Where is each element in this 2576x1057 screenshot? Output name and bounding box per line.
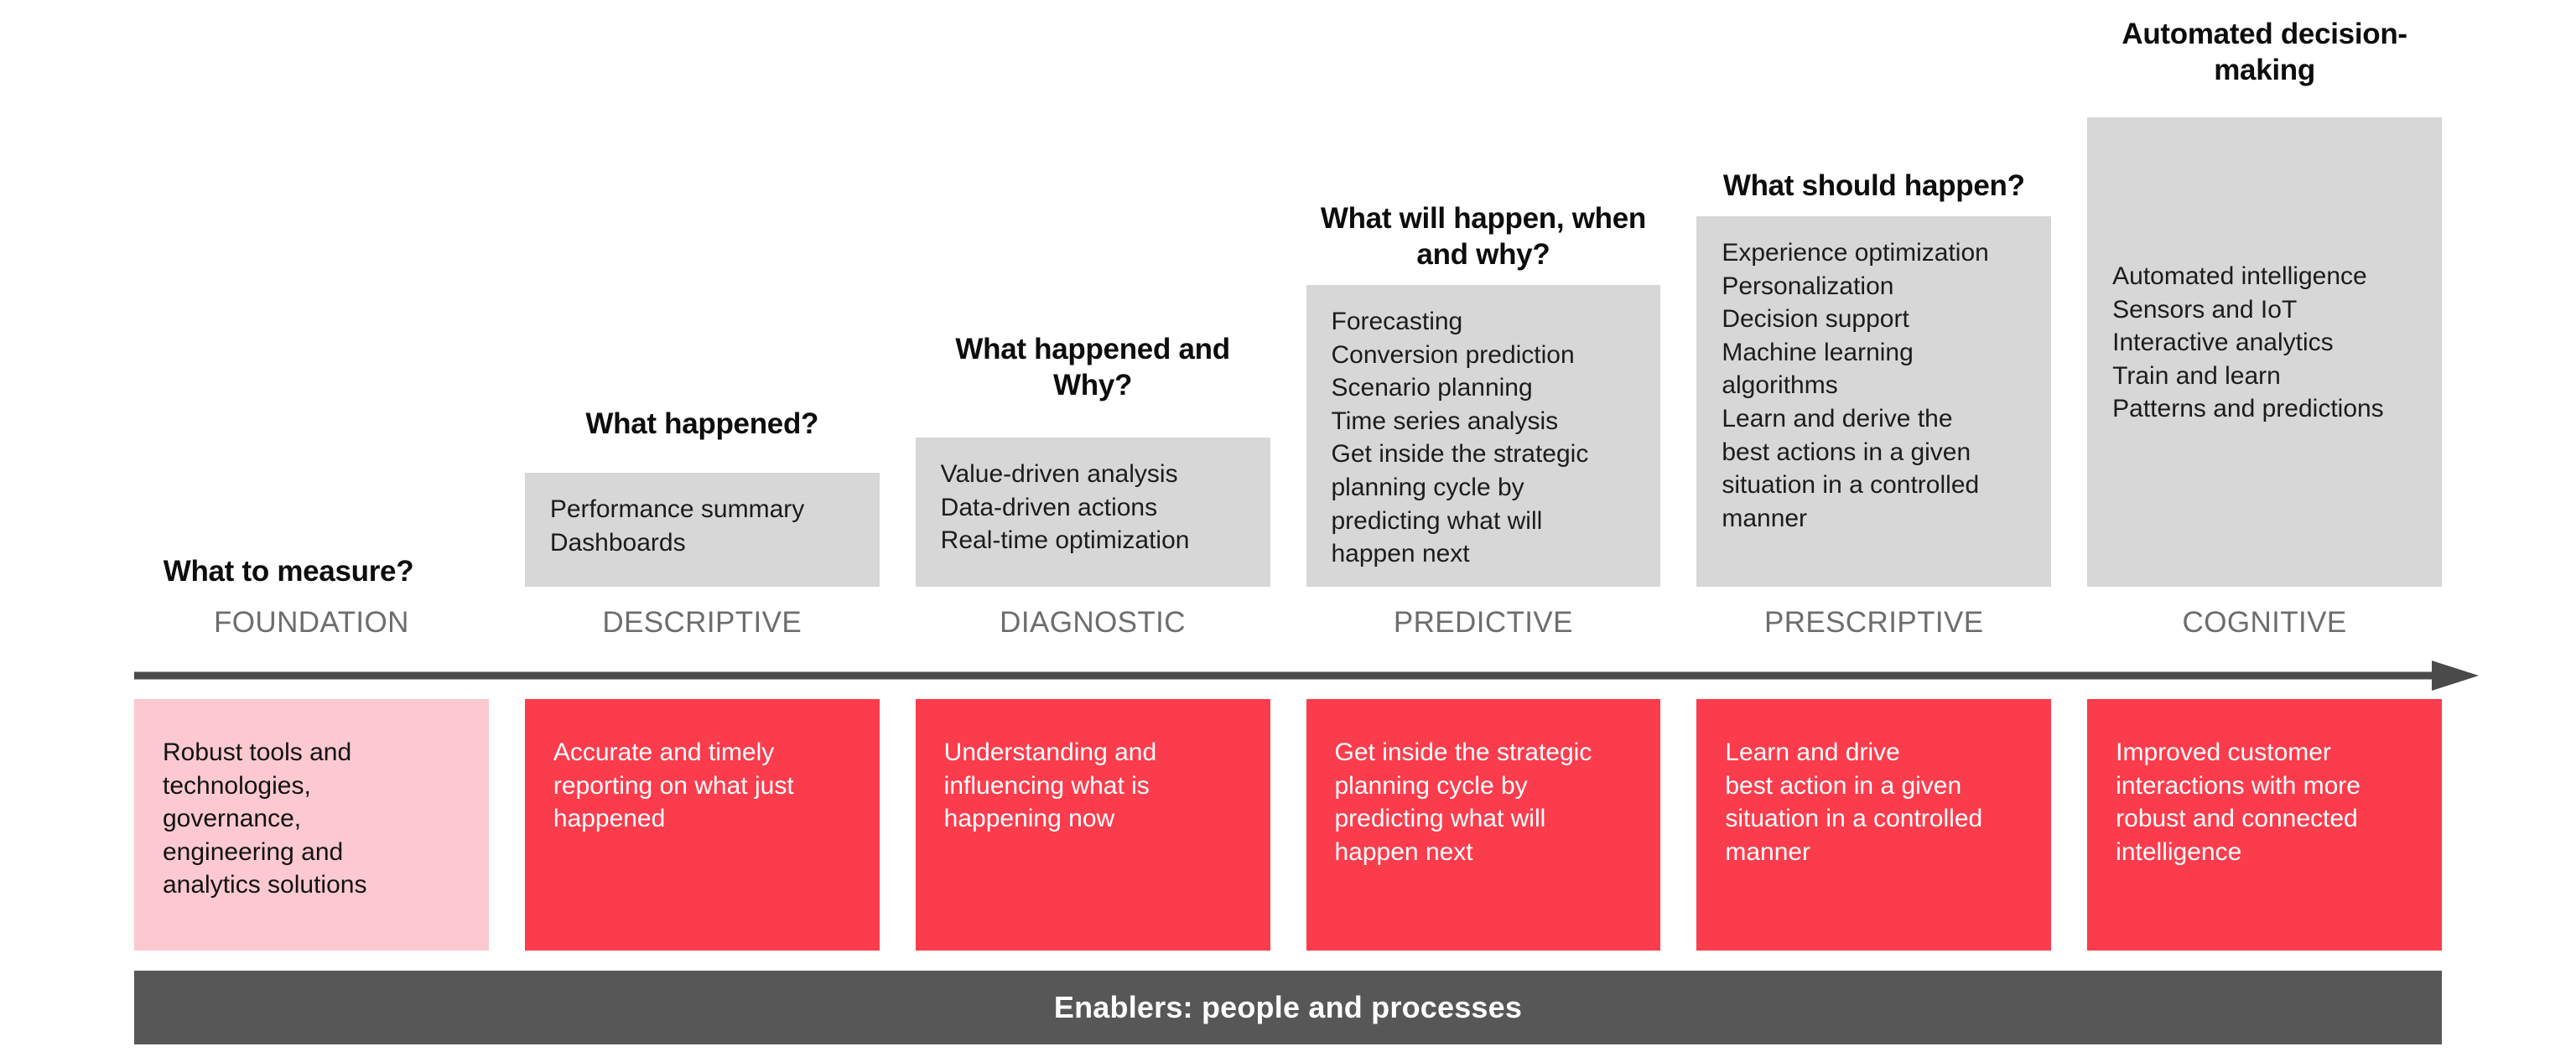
capability-item: Scenario planning [1331,374,1533,402]
outcome-card-descriptive: Accurate and timely reporting on what ju… [524,699,880,951]
capability-list-descriptive: Performance summary Dashboards [550,493,854,559]
stage-column-prescriptive: What should happen? Experience optimizat… [1696,0,2052,951]
stage-column-predictive: What will happen, when and why? Forecast… [1306,0,1661,951]
outcome-card-cognitive: Improved customer interactions with more… [2087,699,2442,951]
stage-question-descriptive: What happened? [585,407,819,441]
capability-item: Experience optimization [1722,239,1989,267]
stage-question-diagnostic: What happened and Why? [955,332,1230,402]
capability-item: Patterns and predictions [2112,395,2384,423]
enablers-banner: Enablers: people and processes [134,971,2442,1044]
stage-column-group: FOUNDATION Robust tools and technologies… [134,0,2442,951]
stage-question-prescriptive: What should happen? [1722,169,2025,203]
outcome-card-prescriptive: Learn and drive best action in a given s… [1696,699,2052,951]
capability-item: Get inside the strategic planning cycle … [1331,440,1589,568]
capability-list-prescriptive: Experience optimization Personalization … [1722,236,2026,535]
capability-item: Sensors and IoT [2112,295,2298,324]
stage-question-cognitive: Automated decision-making [2122,17,2407,87]
outcome-text-prescriptive: Learn and drive best action in a given s… [1725,738,1983,866]
capability-item: Automated intelligence [2112,262,2367,290]
enablers-label: Enablers: people and processes [1053,990,1523,1024]
stage-label-diagnostic: DIAGNOSTIC [1000,606,1186,639]
maturity-progression-arrow-icon [134,661,2479,691]
outcome-card-foundation: Robust tools and technologies, governanc… [134,699,489,951]
stage-column-cognitive: Automated decision-making Automated inte… [2087,0,2442,951]
stage-label-descriptive: DESCRIPTIVE [602,606,802,639]
outcome-text-descriptive: Accurate and timely reporting on what ju… [553,738,794,833]
capability-card-descriptive: Performance summary Dashboards [524,473,880,587]
outcome-text-predictive: Get inside the strategic planning cycle … [1334,738,1592,866]
stage-question-predictive: What will happen, when and why? [1320,201,1646,272]
capability-item: Learn and derive the best actions in a g… [1722,404,1980,532]
capability-item: Value-driven analysis [940,460,1178,488]
capability-item: Data-driven actions [940,493,1158,521]
capability-card-diagnostic: Value-driven analysis Data-driven action… [915,438,1270,587]
capability-item: Interactive analytics [2112,329,2334,357]
capability-list-cognitive: Automated intelligence Sensors and IoT I… [2112,260,2417,426]
stage-label-prescriptive: PRESCRIPTIVE [1763,606,1984,639]
outcome-text-diagnostic: Understanding and influencing what is ha… [943,738,1157,833]
capability-list-predictive: Forecasting Conversion prediction Scenar… [1332,305,1636,571]
capability-card-prescriptive: Experience optimization Personalization … [1696,216,2052,587]
stage-upper-diagnostic: What happened and Why? Value-driven anal… [915,0,1270,587]
capability-card-cognitive: Automated intelligence Sensors and IoT I… [2087,117,2442,587]
capability-item: Conversion prediction [1331,340,1575,369]
stage-upper-cognitive: Automated decision-making Automated inte… [2087,0,2442,587]
capability-item: Performance summary [549,495,805,523]
capability-list-diagnostic: Value-driven analysis Data-driven action… [941,458,1245,557]
stage-label-predictive: PREDICTIVE [1393,606,1573,639]
stage-upper-predictive: What will happen, when and why? Forecast… [1306,0,1661,587]
capability-item: Machine learning algorithms [1722,338,1914,400]
stage-upper-foundation [134,0,489,587]
stage-column-diagnostic: What happened and Why? Value-driven anal… [915,0,1270,951]
stage-label-foundation: FOUNDATION [214,606,409,639]
capability-item: Train and learn [2112,361,2281,390]
capability-item: Personalization [1722,272,1894,300]
outcome-text-foundation: Robust tools and technologies, governanc… [163,738,367,899]
stage-question-foundation: What to measure? [163,555,414,588]
stage-upper-descriptive: What happened? Performance summary Dashb… [524,0,880,587]
stage-column-foundation: FOUNDATION Robust tools and technologies… [134,0,489,951]
capability-item: Dashboards [549,528,686,557]
outcome-card-predictive: Get inside the strategic planning cycle … [1306,699,1661,951]
capability-card-predictive: Forecasting Conversion prediction Scenar… [1306,285,1661,587]
stage-column-descriptive: What happened? Performance summary Dashb… [524,0,880,951]
capability-item: Decision support [1722,305,1909,334]
capability-item: Forecasting [1331,308,1463,335]
outcome-text-cognitive: Improved customer interactions with more… [2116,738,2360,866]
outcome-card-diagnostic: Understanding and influencing what is ha… [915,699,1270,951]
capability-item: Time series analysis [1331,407,1559,435]
capability-item: Real-time optimization [940,526,1190,555]
stage-label-cognitive: COGNITIVE [2182,606,2347,639]
stage-upper-prescriptive: What should happen? Experience optimizat… [1696,0,2052,587]
